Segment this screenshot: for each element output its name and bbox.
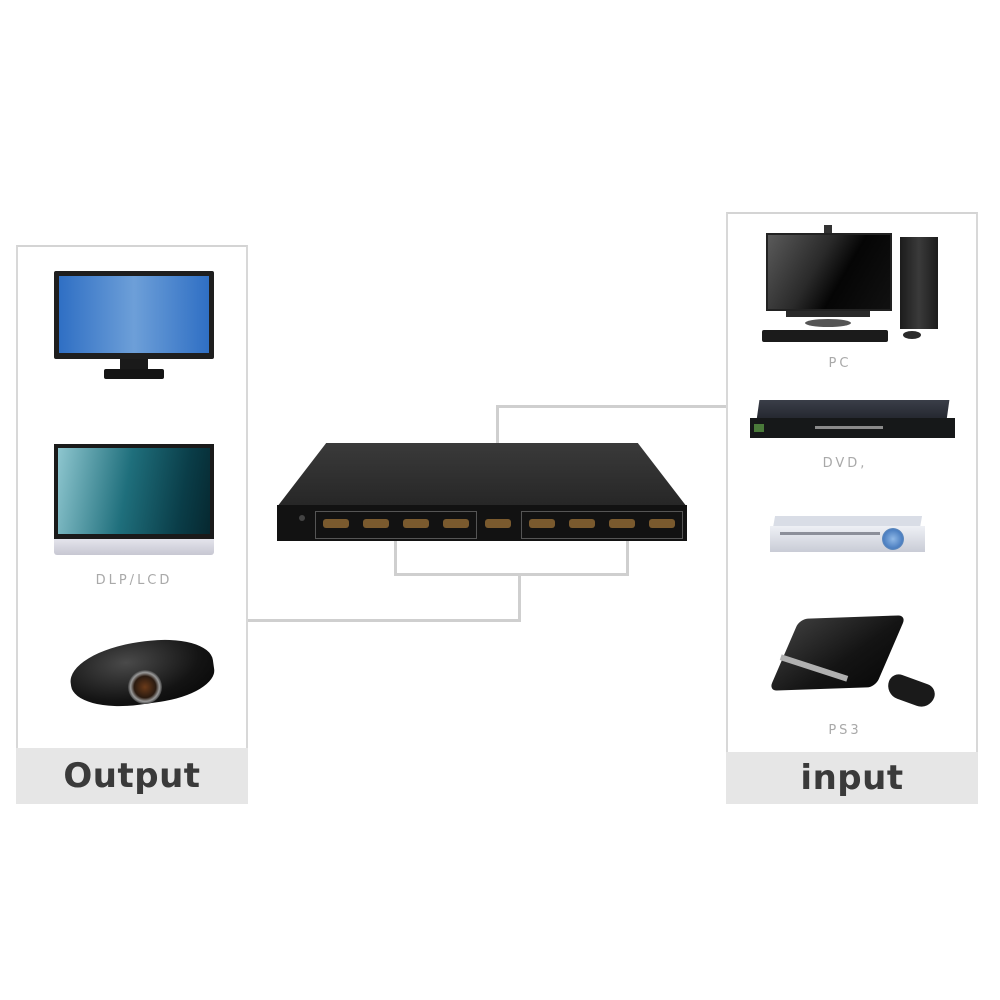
ps3-label: PS3 xyxy=(828,723,862,738)
ps3-icon xyxy=(768,605,945,720)
hdmi-matrix-switch xyxy=(277,443,687,543)
hdmi-port xyxy=(609,519,635,528)
power-jack-icon xyxy=(299,515,305,521)
input-title: input xyxy=(726,752,978,804)
connector-loop-left-vertical xyxy=(394,540,397,576)
monitor-icon xyxy=(54,271,214,381)
dvd-player-black-icon xyxy=(750,400,955,442)
pc-icon xyxy=(760,225,940,350)
hdmi-port xyxy=(323,519,349,528)
hdmi-port xyxy=(529,519,555,528)
dlp-lcd-tv-icon xyxy=(54,444,214,559)
dvd-label: DVD, xyxy=(822,456,868,471)
connector-loop-bottom xyxy=(394,573,629,576)
hdmi-port xyxy=(649,519,675,528)
hdmi-port xyxy=(569,519,595,528)
hdmi-port xyxy=(403,519,429,528)
port-group-left xyxy=(315,511,477,539)
hdmi-port xyxy=(443,519,469,528)
dvd-player-silver-icon xyxy=(770,516,925,556)
dlp-lcd-label: DLP/LCD xyxy=(95,573,173,588)
hdmi-port xyxy=(485,519,511,528)
connector-output-vertical xyxy=(518,576,521,621)
hdmi-port xyxy=(363,519,389,528)
projector-icon xyxy=(66,632,218,714)
output-title: Output xyxy=(16,748,248,804)
connector-input-top-horizontal xyxy=(496,405,726,408)
pc-label: PC xyxy=(828,356,852,371)
connector-output-horizontal xyxy=(248,619,521,622)
connector-loop-right-vertical xyxy=(626,540,629,576)
port-group-right xyxy=(521,511,683,539)
